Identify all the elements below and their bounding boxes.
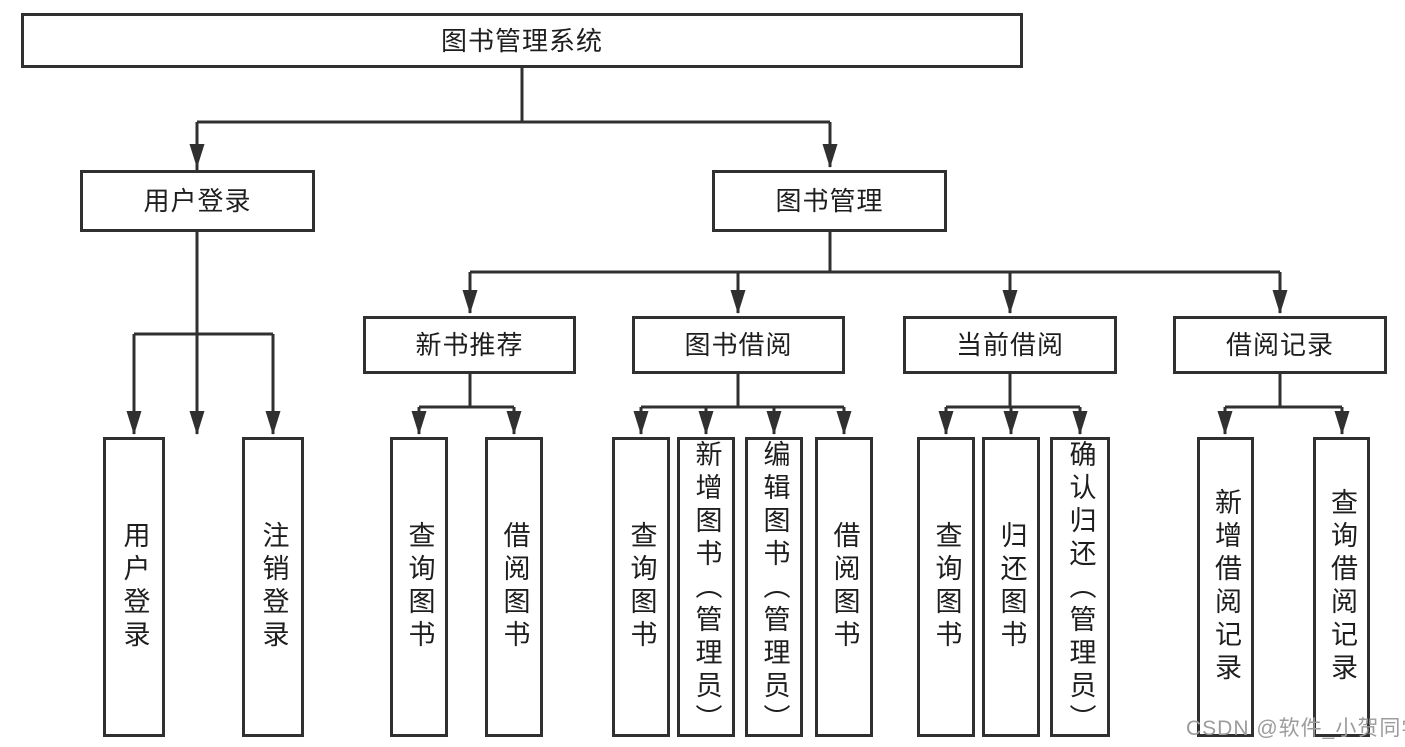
node-current-borrowing: 当前借阅 xyxy=(903,316,1117,374)
leaf-add-borrow-record: 新增借阅记录 xyxy=(1197,437,1254,737)
leaf-edit-book-admin: 编辑图书（管理员） xyxy=(745,437,803,737)
leaf-borrow-books-borrowing: 借阅图书 xyxy=(815,437,873,737)
node-user-login: 用户登录 xyxy=(80,170,315,232)
node-book-management: 图书管理 xyxy=(712,170,947,232)
node-book-borrowing: 图书借阅 xyxy=(632,316,845,374)
leaf-borrow-books-recommend: 借阅图书 xyxy=(485,437,543,737)
node-library-system: 图书管理系统 xyxy=(21,13,1023,68)
leaf-query-borrow-record: 查询借阅记录 xyxy=(1313,437,1370,737)
leaf-confirm-return-admin: 确认归还（管理员） xyxy=(1050,437,1110,737)
leaf-return-book: 归还图书 xyxy=(982,437,1040,737)
leaf-logout: 注销登录 xyxy=(242,437,304,737)
leaf-query-books-recommend: 查询图书 xyxy=(390,437,448,737)
node-borrowing-records: 借阅记录 xyxy=(1173,316,1387,374)
leaf-query-books-current: 查询图书 xyxy=(917,437,975,737)
csdn-watermark: CSDN @软件_小贺同学 xyxy=(1186,717,1405,740)
leaf-add-book-admin: 新增图书（管理员） xyxy=(677,437,735,737)
leaf-query-books-borrowing: 查询图书 xyxy=(612,437,670,737)
leaf-user-login: 用户登录 xyxy=(103,437,165,737)
node-new-book-recommend: 新书推荐 xyxy=(363,316,576,374)
